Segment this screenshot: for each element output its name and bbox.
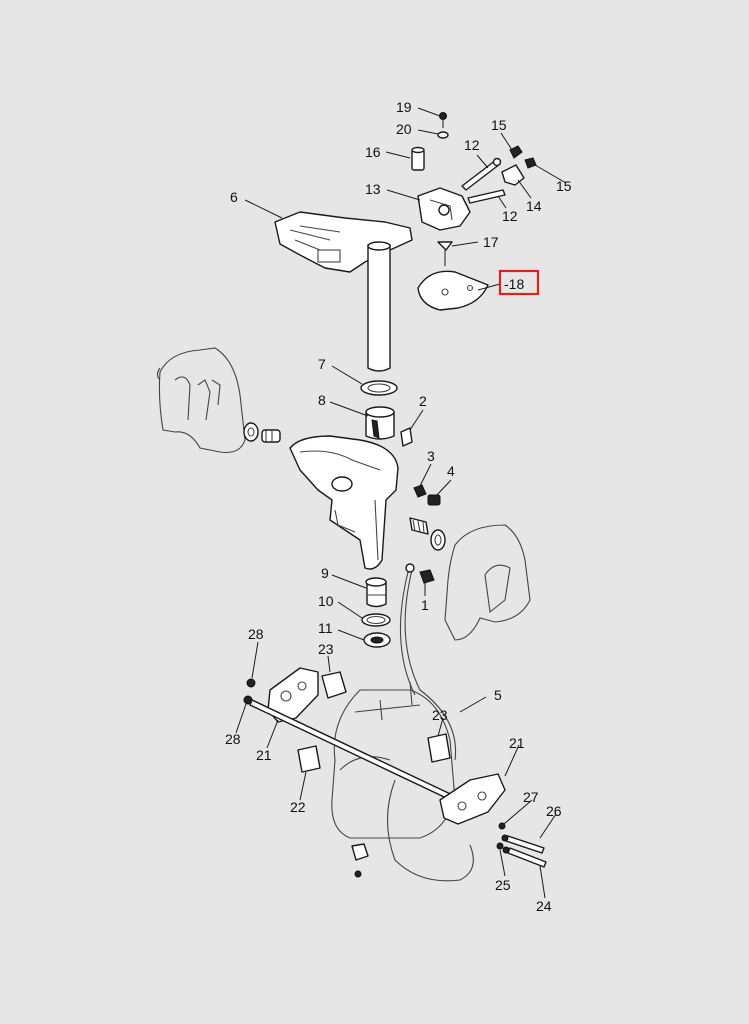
label-4: 4	[447, 463, 455, 479]
washer-20	[437, 131, 449, 139]
bolt-4	[427, 494, 441, 506]
seal-ring-7	[360, 380, 398, 396]
highlight-box-18[interactable]	[498, 269, 540, 296]
clamp-bracket-right-outline	[444, 524, 531, 641]
rubber-mount-22	[297, 745, 321, 773]
callout-labels: 19 20 16 15 12 15 13 14 12 6 17 -18 7 8 …	[225, 99, 572, 914]
washer-11	[363, 632, 391, 648]
label-24: 24	[536, 898, 552, 914]
mount-plate-21-right	[439, 773, 506, 825]
leader-lines	[235, 107, 567, 899]
label-12-top: 12	[464, 137, 480, 153]
label-7: 7	[318, 356, 326, 372]
label-28-top: 28	[248, 626, 264, 642]
rubber-mount-23-right	[427, 733, 451, 763]
screw-17	[437, 241, 453, 266]
label-11: 11	[318, 620, 333, 636]
label-21-left: 21	[256, 747, 272, 763]
grease-fitting-1	[405, 563, 435, 584]
label-27: 27	[523, 789, 539, 805]
nuts-15	[509, 145, 537, 169]
steering-arm-6	[274, 211, 413, 273]
label-16: 16	[365, 144, 381, 160]
bolt-19	[439, 112, 447, 128]
label-15-top: 15	[491, 117, 507, 133]
label-1: 1	[421, 597, 429, 613]
label-14: 14	[526, 198, 542, 214]
friction-block-13	[417, 187, 471, 231]
label-21-right: 21	[509, 735, 525, 751]
studs-12	[461, 157, 506, 204]
washer-left	[243, 422, 259, 442]
bolt-left	[261, 429, 281, 443]
label-6: 6	[230, 189, 238, 205]
label-25: 25	[495, 877, 511, 893]
steering-shaft	[367, 241, 391, 372]
bracket-14	[501, 164, 525, 186]
bolt-28-top	[246, 678, 256, 688]
bushing-8	[365, 406, 395, 440]
label-5: 5	[494, 687, 502, 703]
label-17: 17	[483, 234, 499, 250]
label-18: -18	[504, 276, 524, 292]
label-8: 8	[318, 392, 326, 408]
label-23-right: 23	[432, 707, 448, 723]
nut-3	[413, 484, 427, 498]
swivel-bracket	[289, 435, 399, 570]
bolt-26	[501, 834, 545, 854]
label-22: 22	[290, 799, 306, 815]
label-3: 3	[427, 448, 435, 464]
label-19: 19	[396, 99, 412, 115]
lower-clip	[351, 843, 369, 878]
label-2: 2	[419, 393, 427, 409]
label-9: 9	[321, 565, 329, 581]
spring-part	[409, 517, 446, 551]
control-cable-5	[386, 569, 474, 882]
washer-25	[496, 842, 504, 850]
label-26: 26	[546, 803, 562, 819]
label-20: 20	[396, 121, 412, 137]
pin-16	[411, 146, 425, 171]
rubber-mount-23-left	[321, 671, 347, 699]
label-12-bottom: 12	[502, 208, 518, 224]
label-28-bottom: 28	[225, 731, 241, 747]
washer-27	[498, 822, 506, 830]
o-ring-10	[361, 613, 391, 627]
clamp-bracket-left-outline	[156, 347, 246, 454]
bolt-24	[502, 846, 547, 868]
bushing-9	[365, 577, 387, 608]
plate-18[interactable]	[417, 270, 489, 311]
label-13: 13	[365, 181, 381, 197]
label-23-left: 23	[318, 641, 334, 657]
spacer-2	[400, 427, 413, 447]
label-15-right: 15	[556, 178, 572, 194]
label-10: 10	[318, 593, 334, 609]
